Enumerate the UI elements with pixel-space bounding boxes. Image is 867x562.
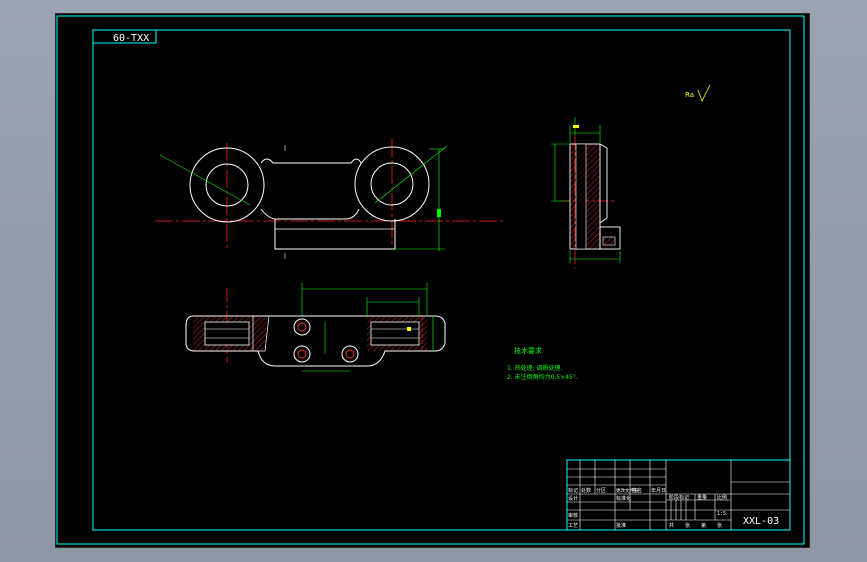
side-view [551, 117, 621, 268]
tb-scale-value: 1:5 [717, 511, 726, 517]
part-code: XXL-03 [743, 516, 779, 527]
inner-border [92, 29, 791, 531]
tb-header-4: 签名 [632, 487, 642, 494]
tb-stage: 阶段标记 [669, 494, 689, 501]
roughness-text: Ra [685, 91, 694, 99]
tb-header-2: 分区 [596, 487, 606, 494]
technical-notes: 技术要求 1. 热处理: 调质处理. 2. 未注倒角均为0.5×45°. [507, 346, 578, 381]
tb-weight: 重量 [697, 494, 707, 501]
roughness-symbol: Ra [685, 84, 711, 103]
tb-header-1: 处数 [581, 487, 591, 494]
tb-approve: 批准 [616, 522, 626, 529]
tb-header-5: 年月日 [651, 487, 666, 494]
tb-sheet-1: 张 [685, 522, 690, 529]
tb-row-process: 工艺 [568, 523, 578, 529]
title-block: 标记 处数 分区 更改文件号 签名 年月日 设计 审核 工艺 标准化 批准 阶段… [566, 459, 791, 531]
tb-scale: 比例 [717, 494, 727, 501]
tb-header-0: 标记 [568, 487, 578, 494]
tb-sheet-0: 共 [669, 522, 674, 529]
front-view [155, 139, 505, 259]
revision-grid [567, 460, 790, 530]
drawing-sheet: 60-TXX Ra [56, 15, 805, 545]
notes-item-2: 2. 未注倒角均为0.5×45°. [507, 373, 578, 381]
outer-border [56, 15, 805, 545]
notes-heading: 技术要求 [514, 346, 542, 355]
tb-sheet-2: 第 [701, 522, 706, 529]
tb-std: 标准化 [616, 495, 631, 502]
tb-sheet-3: 张 [717, 522, 722, 529]
code-box: 60-TXX [92, 29, 157, 44]
tb-row-design: 设计 [568, 495, 578, 502]
cad-viewport[interactable]: 60-TXX Ra [55, 13, 810, 548]
tb-row-review: 审核 [568, 512, 578, 519]
tb-header-3: 更改文件号 [616, 487, 639, 494]
notes-item-1: 1. 热处理: 调质处理. [507, 364, 563, 372]
code-box-text: 60-TXX [113, 33, 149, 44]
section-view [185, 283, 446, 372]
